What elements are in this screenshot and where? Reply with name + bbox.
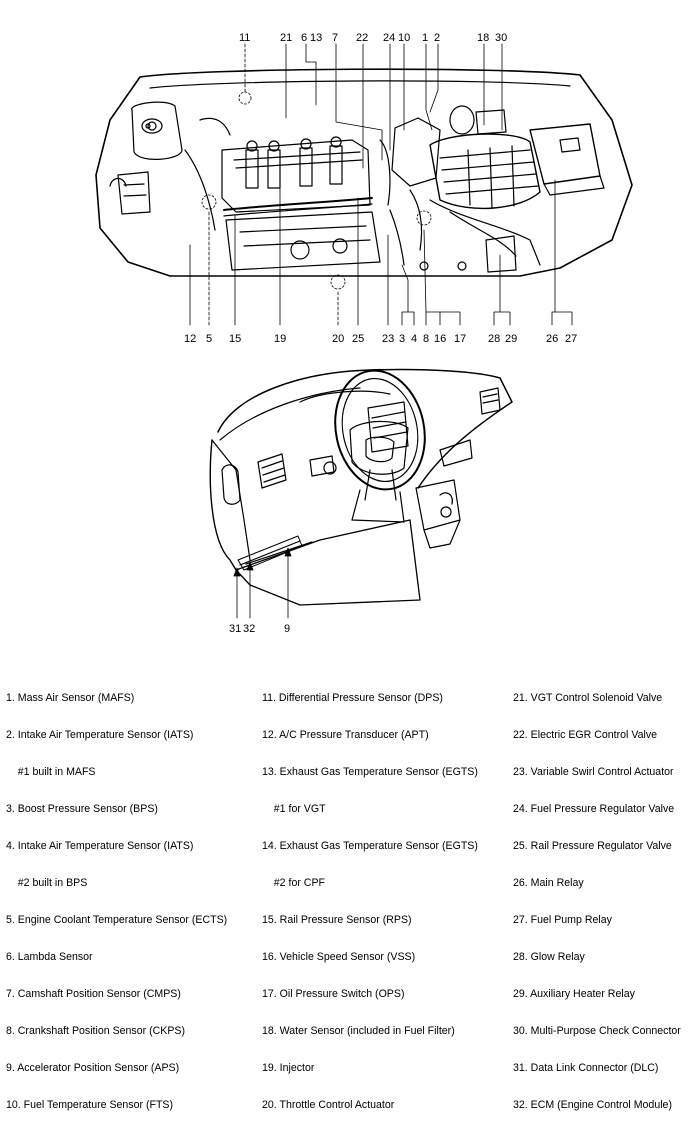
callout-32: 32 [243,623,255,635]
legend-item: 1. Mass Air Sensor (MAFS) [6,691,135,704]
engine-callout-leaders [189,43,573,326]
callout-10: 10 [398,32,410,44]
callout-15: 15 [229,333,241,345]
callout-5: 5 [206,333,212,345]
legend-item: 15. Rail Pressure Sensor (RPS) [262,913,412,926]
legend-item: 25. Rail Pressure Regulator Valve [513,839,672,852]
legend-item: 20. Throttle Control Actuator [262,1099,395,1112]
callout-1: 1 [422,32,428,44]
legend-item: 17. Oil Pressure Switch (OPS) [262,987,405,1000]
callout-31: 31 [229,623,241,635]
legend-item: 2. Intake Air Temperature Sensor (IATS) [6,728,194,741]
callout-28: 28 [488,333,500,345]
legend-item: 29. Auxiliary Heater Relay [513,987,635,1000]
legend-item: 5. Engine Coolant Temperature Sensor (EC… [6,913,228,926]
dash-callout-leaders [233,547,292,619]
callout-30: 30 [495,32,507,44]
callout-23: 23 [382,333,394,345]
legend-item: 21. VGT Control Solenoid Valve [513,691,663,704]
legend-item: 7. Camshaft Position Sensor (CMPS) [6,987,181,1000]
callout-4: 4 [411,333,417,345]
dashboard-illustration [209,368,513,606]
callout-2: 2 [434,32,440,44]
engine-bay-illustration [95,68,633,277]
legend-item: 31. Data Link Connector (DLC) [513,1062,659,1074]
callout-16: 16 [434,333,446,345]
callout-9: 9 [284,623,290,635]
legend-item: 14. Exhaust Gas Temperature Sensor (EGTS… [262,839,478,852]
component-location-figure: 11 21 6 13 7 22 24 10 1 2 18 30 12 5 15 … [95,32,633,635]
legend-item: 4. Intake Air Temperature Sensor (IATS) [6,839,194,852]
legend-item: 28. Glow Relay [513,950,585,963]
legend-column-2: 11. Differential Pressure Sensor (DPS) 1… [262,667,478,1136]
callout-24: 24 [383,32,395,44]
legend-item: 30. Multi-Purpose Check Connector [513,1024,681,1037]
callout-11: 11 [239,32,250,44]
legend-item: 22. Electric EGR Control Valve [513,728,658,741]
legend-item: 8. Crankshaft Position Sensor (CKPS) [6,1024,185,1037]
legend-column-1: 1. Mass Air Sensor (MAFS) 2. Intake Air … [6,667,227,1136]
legend-item: 32. ECM (Engine Control Module) [513,1099,672,1112]
callout-6: 6 [301,32,307,44]
legend-item: 9. Accelerator Position Sensor (APS) [6,1062,180,1074]
legend-item: 6. Lambda Sensor [6,950,93,963]
callout-12: 12 [184,333,196,345]
legend-item: #1 for VGT [262,802,326,815]
legend-item: 11. Differential Pressure Sensor (DPS) [262,691,443,704]
legend-item: #1 built in MAFS [6,765,96,778]
callout-26: 26 [546,333,558,345]
legend-item: #2 for CPF [262,876,325,889]
callout-29: 29 [505,333,517,345]
callout-22: 22 [356,32,368,44]
legend-item: 27. Fuel Pump Relay [513,913,612,926]
legend-item: 10. Fuel Temperature Sensor (FTS) [6,1099,174,1112]
top-callout-numbers: 11 21 6 13 7 22 24 10 1 2 18 30 [239,32,507,44]
callout-17: 17 [454,333,466,345]
bottom-callout-numbers: 12 5 15 19 20 25 23 3 4 8 16 17 28 29 26… [184,333,577,345]
legend-item: 3. Boost Pressure Sensor (BPS) [6,802,158,815]
legend-item: 16. Vehicle Speed Sensor (VSS) [262,950,416,963]
legend-item: 19. Injector [262,1062,315,1074]
legend-column-3: 21. VGT Control Solenoid Valve 22. Elect… [513,667,681,1136]
callout-25: 25 [352,333,364,345]
component-legend: 1. Mass Air Sensor (MAFS) 2. Intake Air … [0,667,700,1111]
legend-item: #2 built in BPS [6,876,88,889]
injectors [245,136,343,189]
legend-item: 13. Exhaust Gas Temperature Sensor (EGTS… [262,765,478,778]
legend-item: 12. A/C Pressure Transducer (APT) [262,728,429,741]
legend-item: 23. Variable Swirl Control Actuator [513,765,674,778]
callout-8: 8 [423,333,429,345]
callout-13: 13 [310,32,322,44]
callout-27: 27 [565,333,577,345]
callout-19: 19 [274,333,286,345]
callout-21: 21 [280,32,292,44]
legend-item: 26. Main Relay [513,876,584,889]
callout-3: 3 [399,333,405,345]
callout-20: 20 [332,333,344,345]
dash-callout-numbers: 31 32 9 [229,623,290,635]
legend-item: 18. Water Sensor (included in Fuel Filte… [262,1024,455,1037]
callout-7: 7 [332,32,338,44]
callout-18: 18 [477,32,489,44]
legend-item: 24. Fuel Pressure Regulator Valve [513,802,675,815]
